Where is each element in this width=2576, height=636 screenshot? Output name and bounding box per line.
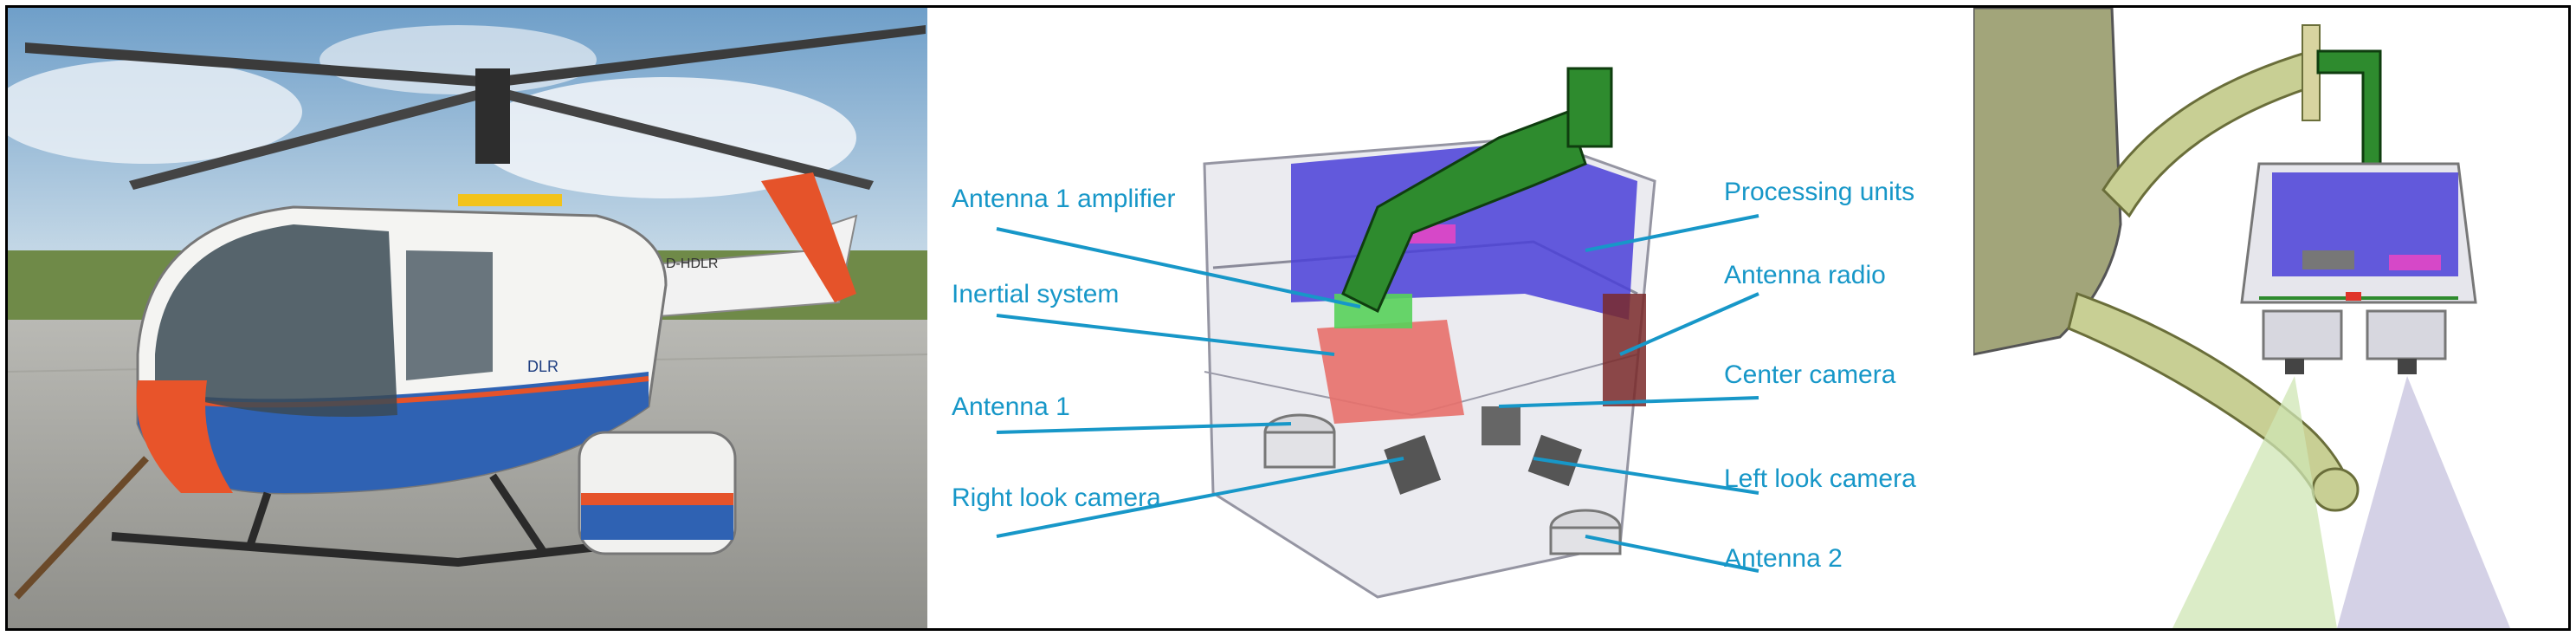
label-antenna1-amplifier: Antenna 1 amplifier (952, 185, 1176, 213)
inertial-system-block (1317, 320, 1464, 424)
fuselage-section (1973, 8, 2122, 356)
camera-view-cone-right (2337, 376, 2510, 628)
leader-inertial-system (996, 314, 1335, 356)
label-center-camera: Center camera (1724, 360, 1896, 389)
sensor-pod-cad-panel: Antenna 1 amplifier Inertial system Ante… (927, 8, 1973, 628)
leader-right-look-camera (996, 457, 1404, 538)
pod-mounting-diagram (1973, 8, 2510, 628)
label-right-look-camera: Right look camera (952, 483, 1161, 512)
camera-view-cone-left (2172, 376, 2337, 628)
center-camera-shape (1482, 406, 1520, 445)
leader-processing-units (1585, 214, 1759, 252)
pod-mounting-panel (1973, 8, 2568, 628)
label-inertial-system: Inertial system (952, 280, 1119, 308)
dlr-logo-text: DLR (527, 358, 558, 375)
label-antenna-radio: Antenna radio (1724, 261, 1886, 289)
label-antenna2: Antenna 2 (1724, 544, 1843, 573)
leader-left-look-camera (1533, 457, 1759, 495)
leader-antenna1-amplifier (996, 227, 1361, 308)
helicopter-photo: DLR D-HDLR (8, 8, 927, 628)
sensor-pod-diagram: Antenna 1 amplifier Inertial system Ante… (952, 67, 1916, 599)
leader-antenna2 (1585, 535, 1759, 573)
right-look-camera-shape (1384, 435, 1442, 495)
antenna-radio-shape (1603, 294, 1646, 406)
leader-center-camera (1498, 396, 1759, 408)
leader-antenna1 (996, 422, 1292, 434)
label-antenna1: Antenna 1 (952, 393, 1070, 421)
leader-antenna-radio (1619, 292, 1759, 356)
registration-text: D-HDLR (666, 256, 718, 271)
mount-arm (1341, 110, 1587, 314)
label-processing-units: Processing units (1724, 178, 1914, 206)
figure-frame: DLR D-HDLR (5, 5, 2571, 631)
helicopter-photo-panel: DLR D-HDLR (8, 8, 927, 628)
label-left-look-camera: Left look camera (1724, 464, 1916, 493)
